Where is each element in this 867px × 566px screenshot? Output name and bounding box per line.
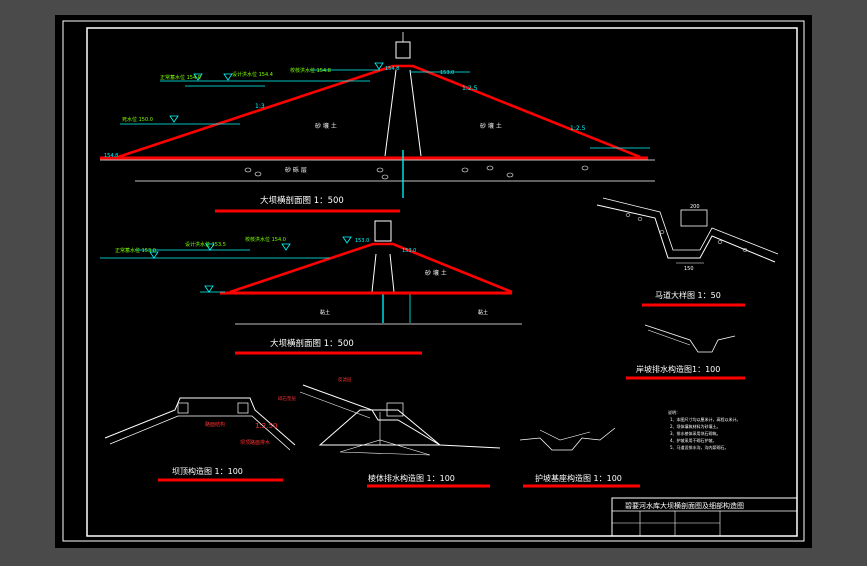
- berm-dim-bottom: 150: [684, 266, 694, 272]
- outer-frame: [62, 20, 805, 542]
- svg-text:死水位 150.0: 死水位 150.0: [122, 116, 153, 123]
- berm-detail: 200 150 马道大样图 1：50: [596, 197, 779, 307]
- berm-dim-top: 200: [690, 204, 700, 210]
- svg-text:5、马道设排水沟，沟内浆砌石。: 5、马道设排水沟，沟内浆砌石。: [670, 444, 729, 450]
- level-labels: 正常蓄水位 154.0 设计洪水位 154.4 校核洪水位 154.8 死水位 …: [122, 67, 331, 123]
- right-elevation: 153.0: [440, 70, 454, 76]
- toe-drain-title: 棱体排水构造图 1：100: [368, 473, 455, 483]
- svg-text:2、坝体填筑材料为砂壤土。: 2、坝体填筑材料为砂壤土。: [670, 423, 721, 429]
- slope-label-right: 1:2.5: [462, 85, 478, 92]
- zone-label-left: 砂 壤 土: [315, 122, 337, 130]
- svg-text:正常蓄水位 154.0: 正常蓄水位 154.0: [160, 74, 201, 81]
- foundation-label: 砂 砾 层: [285, 166, 307, 174]
- second-crest-wall: [374, 220, 392, 242]
- svg-text:正常蓄水位 153.0: 正常蓄水位 153.0: [115, 247, 156, 254]
- second-foundation-right: 黏土: [478, 309, 488, 316]
- second-dam-outline: [229, 242, 513, 294]
- main-section-title: 大坝横剖面图 1：500: [260, 195, 344, 206]
- second-crest-elevation: 153.0: [355, 238, 369, 244]
- water-levels: [120, 69, 650, 149]
- berm-detail-title: 马道大样图 1：50: [655, 290, 721, 300]
- slope-label-right-lower: 1:2.5: [570, 125, 586, 132]
- svg-text:坝顶路面排水: 坝顶路面排水: [240, 439, 270, 446]
- left-toe-elevation: 154.8: [104, 153, 118, 159]
- crest-dim-label: 1:2.50: [255, 422, 277, 430]
- second-foundation-left: 黏土: [320, 309, 330, 316]
- title-block: 碧要河水库大坝横剖面图及细部构造图: [611, 497, 798, 537]
- second-section-title: 大坝横剖面图 1：500: [270, 338, 354, 349]
- bank-drain-title: 岸坡排水构造图1：100: [636, 364, 720, 374]
- svg-text:路面结构: 路面结构: [205, 421, 225, 428]
- notes-block: 说明： 1、本图尺寸均以厘米计，高程以米计。 2、坝体填筑材料为砂壤土。 3、排…: [668, 409, 741, 450]
- svg-text:校核洪水位 154.8: 校核洪水位 154.8: [290, 67, 331, 74]
- slope-foot-detail: 护坡基座构造图 1：100: [519, 427, 640, 488]
- inner-frame: [86, 27, 798, 537]
- slope-foot-title: 护坡基座构造图 1：100: [535, 473, 622, 483]
- svg-text:3、排水棱体采用块石砌筑。: 3、排水棱体采用块石砌筑。: [670, 430, 721, 436]
- svg-text:设计洪水位 154.4: 设计洪水位 154.4: [232, 71, 273, 78]
- svg-text:说明：: 说明：: [668, 409, 680, 415]
- second-right-elevation: 153.0: [402, 248, 416, 254]
- svg-text:反滤层: 反滤层: [338, 376, 352, 383]
- toe-drain-detail: 反滤层 碎石垫层 棱体排水构造图 1：100: [278, 376, 501, 488]
- slope-label-left: 1:3: [255, 103, 265, 110]
- zone-label-right: 砂 壤 土: [480, 122, 502, 130]
- crest-elevation: 154.8: [385, 66, 399, 72]
- drawing-sheet: [55, 15, 812, 548]
- svg-text:校核洪水位 154.0: 校核洪水位 154.0: [245, 236, 286, 243]
- svg-text:设计洪水位 153.5: 设计洪水位 153.5: [185, 241, 226, 248]
- main-dam-outline: [117, 64, 641, 159]
- second-dam-section: 正常蓄水位 153.0 设计洪水位 153.5 校核洪水位 154.0 153.…: [100, 220, 522, 355]
- core-left: [384, 69, 397, 157]
- gravel-symbols: [244, 165, 589, 180]
- main-dam-section: 正常蓄水位 154.0 设计洪水位 154.4 校核洪水位 154.8 死水位 …: [100, 32, 655, 213]
- title-block-title: 碧要河水库大坝横剖面图及细部构造图: [625, 501, 744, 510]
- svg-text:4、护坡采用干砌石护坡。: 4、护坡采用干砌石护坡。: [670, 437, 717, 443]
- core-right: [409, 69, 422, 157]
- svg-text:1、本图尺寸均以厘米计，高程以米计。: 1、本图尺寸均以厘米计，高程以米计。: [670, 416, 741, 422]
- crest-detail: 路面结构 坝顶路面排水 1:2.50 坝顶构造图 1：100: [104, 397, 296, 482]
- svg-text:碎石垫层: 碎石垫层: [278, 395, 296, 402]
- water-level-markers: [169, 62, 384, 123]
- crest-detail-title: 坝顶构造图 1：100: [172, 466, 243, 476]
- bank-drain-detail: 岸坡排水构造图1：100: [626, 324, 745, 380]
- second-zone-label: 砂 壤 土: [425, 269, 447, 277]
